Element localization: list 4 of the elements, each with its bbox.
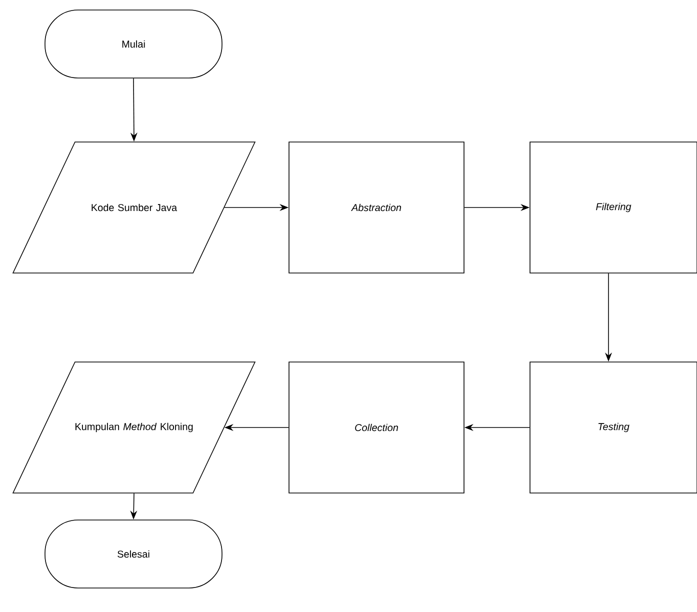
process-box: Abstraction [288,142,464,274]
process-box: Testing [530,362,697,494]
process-box: Filtering [530,142,697,274]
process-box: Collection [288,362,464,494]
